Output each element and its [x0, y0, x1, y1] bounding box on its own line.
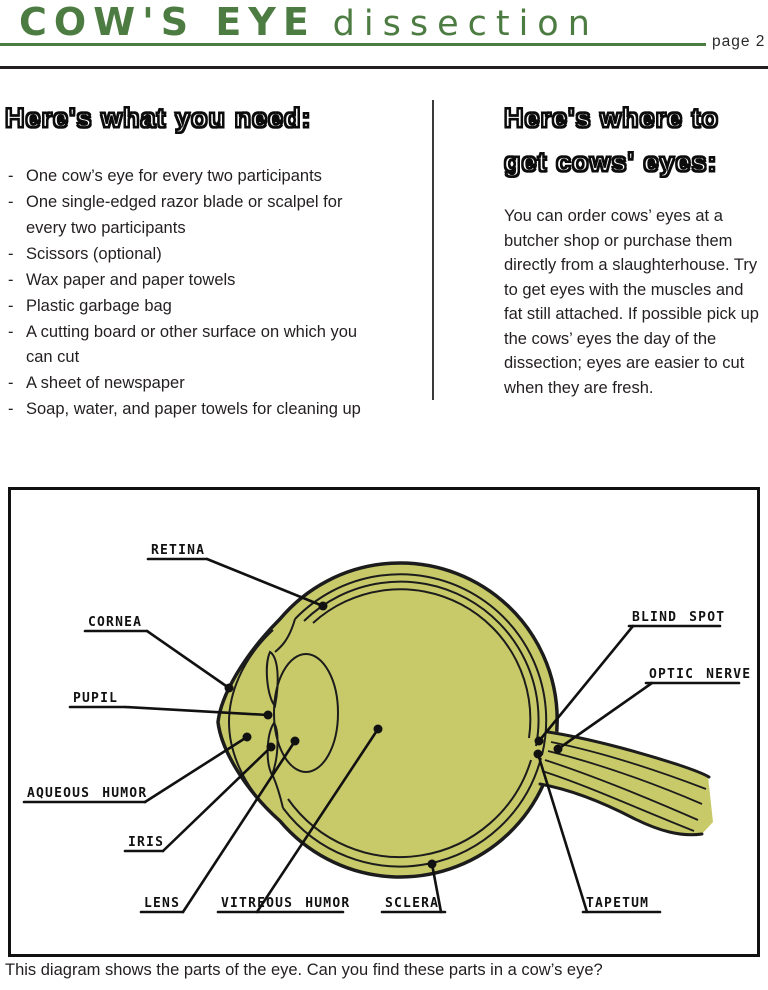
label-iris: IRIS — [128, 835, 164, 850]
label-tapetum: TAPETUM — [586, 896, 649, 911]
ciliary-line — [274, 618, 296, 653]
diagram-label-vitreous-humor: VITREOUS HUMOR — [216, 724, 383, 914]
leader-line — [537, 624, 635, 743]
leader-line — [536, 752, 589, 914]
diagram-label-cornea: CORNEA — [83, 615, 234, 693]
optic-nerve-shape — [540, 730, 713, 836]
lens-shape — [273, 653, 339, 773]
marker-dot — [290, 736, 300, 746]
header-rule — [0, 66, 768, 69]
label-sclera: SCLERA — [385, 896, 439, 911]
page-header: COW'S EYE dissection page 2 — [0, 0, 768, 78]
cornea-inner-line — [227, 629, 274, 815]
leader-line — [181, 739, 297, 914]
eye-illustration — [216, 561, 713, 879]
label-vitreous-humor: VITREOUS HUMOR — [221, 896, 350, 911]
materials-list: One cow’s eye for every two participants… — [5, 164, 367, 423]
title-underline — [0, 43, 706, 46]
label-pupil: PUPIL — [73, 691, 118, 706]
diagram-label-aqueous-humor: AQUEOUS HUMOR — [22, 732, 252, 804]
eye-diagram: RETINA CORNEA PUPIL — [22, 543, 751, 914]
source-section: Here's where to get cows' eyes: You can … — [503, 96, 762, 400]
label-blind-spot: BLIND SPOT — [632, 610, 725, 625]
diagram-labels: RETINA CORNEA PUPIL — [22, 543, 751, 914]
marker-dot — [373, 724, 383, 734]
inner-layer-line — [287, 759, 532, 859]
diagram-label-tapetum: TAPETUM — [533, 749, 662, 914]
optic-nerve-top-edge — [546, 730, 711, 779]
nerve-fiber — [547, 750, 703, 805]
page-number: page 2 — [712, 33, 766, 50]
diagram-label-lens: LENS — [139, 736, 300, 914]
list-item: A sheet of newspaper — [5, 371, 367, 397]
nerve-fiber — [550, 741, 707, 790]
marker-dot — [553, 744, 563, 754]
materials-section: Here's what you need: One cow’s eye for … — [4, 96, 377, 423]
inner-layer-line — [312, 588, 532, 739]
diagram-label-optic-nerve: OPTIC NERVE — [553, 667, 751, 754]
diagram-label-sclera: SCLERA — [380, 859, 447, 914]
leader-line — [161, 745, 273, 853]
marker-dot — [263, 710, 273, 720]
label-optic-nerve: OPTIC NERVE — [649, 667, 751, 682]
nerve-fiber — [541, 770, 695, 832]
label-cornea: CORNEA — [88, 615, 142, 630]
label-lens: LENS — [144, 896, 180, 911]
list-item: One cow’s eye for every two participants — [5, 164, 367, 190]
inner-layer-line — [294, 573, 548, 756]
diagram-label-iris: IRIS — [123, 742, 276, 853]
nerve-fiber — [544, 759, 699, 821]
leader-line — [205, 557, 325, 608]
diagram-caption: This diagram shows the parts of the eye.… — [5, 961, 603, 979]
label-aqueous-humor: AQUEOUS HUMOR — [27, 786, 147, 801]
title-main: COW'S EYE — [19, 0, 316, 44]
eyeball-shape — [216, 561, 559, 879]
leader-line — [556, 681, 654, 751]
leader-line — [430, 862, 443, 914]
marker-dot — [427, 859, 437, 869]
inner-layer-line — [303, 580, 540, 747]
label-retina: RETINA — [151, 543, 205, 558]
list-item: A cutting board or other surface on whic… — [5, 320, 367, 371]
marker-dot — [242, 732, 252, 742]
marker-dot — [533, 749, 543, 759]
leader-line — [143, 735, 249, 804]
column-divider — [432, 100, 434, 400]
marker-dot — [266, 742, 276, 752]
leader-line — [255, 727, 380, 914]
list-item: Plastic garbage bag — [5, 294, 367, 320]
source-heading: Here's where to get cows' eyes: — [503, 102, 719, 178]
list-item: Soap, water, and paper towels for cleani… — [5, 397, 367, 423]
list-item: Wax paper and paper towels — [5, 268, 367, 294]
source-paragraph: You can order cows’ eyes at a butcher sh… — [504, 207, 759, 397]
diagram-label-retina: RETINA — [146, 543, 328, 611]
diagram-label-blind-spot: BLIND SPOT — [534, 610, 725, 746]
materials-heading: Here's what you need: — [4, 102, 312, 134]
marker-dot — [224, 683, 234, 693]
leader-line — [123, 705, 270, 717]
marker-dot — [318, 601, 328, 611]
eye-diagram-frame: RETINA CORNEA PUPIL — [8, 487, 760, 957]
optic-nerve-bottom-edge — [538, 782, 704, 837]
list-item: Scissors (optional) — [5, 242, 367, 268]
diagram-label-pupil: PUPIL — [68, 691, 273, 720]
title-sub: dissection — [332, 4, 599, 44]
ciliary-line — [272, 775, 284, 809]
list-item: One single-edged razor blade or scalpel … — [5, 190, 367, 241]
leader-line — [145, 629, 231, 690]
page-title: COW'S EYE dissection — [19, 0, 599, 44]
marker-dot — [534, 736, 544, 746]
